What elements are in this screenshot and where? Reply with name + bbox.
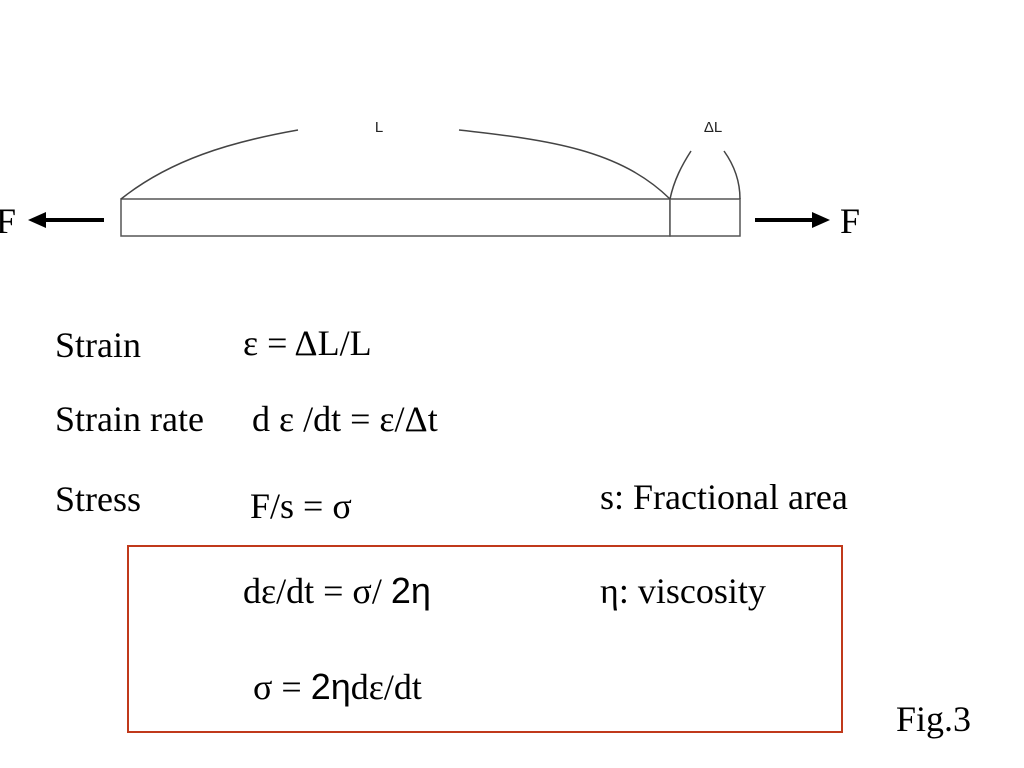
equation-1-rhs: 2η	[390, 570, 431, 611]
extension-brace-right	[723, 150, 741, 200]
extension-brace-left	[669, 150, 692, 200]
stress-viscosity-equation: σ = 2ηdε/dt	[253, 666, 422, 708]
strain-rate-formula: d ε /dt = ε/Δt	[252, 399, 438, 439]
equation-2-lhs: σ =	[253, 667, 311, 707]
strain-label: Strain	[55, 325, 141, 365]
strain-formula: ε = ΔL/L	[243, 323, 372, 363]
equation-2-coefficient: 2η	[310, 666, 351, 707]
equation-2-rhs: dε/dt	[350, 667, 422, 707]
strain-rate-viscosity-equation: dε/dt = σ/ 2η	[243, 570, 431, 612]
length-brace-right	[458, 129, 671, 200]
stress-formula: F/s = σ	[250, 486, 352, 526]
specimen-bar	[120, 198, 671, 237]
extension-label: ΔL	[704, 119, 722, 136]
equation-1-lhs: dε/dt = σ/	[243, 571, 391, 611]
force-label-right: F	[840, 201, 860, 241]
figure-label: Fig.3	[896, 699, 972, 739]
strain-rate-label: Strain rate	[55, 399, 204, 439]
stress-label: Stress	[55, 479, 142, 519]
viscosity-note: η: viscosity	[600, 571, 766, 611]
viscosity-equation-box	[127, 545, 843, 733]
fractional-area-note: s: Fractional area	[600, 477, 848, 517]
elongation-diagram: L ΔL F F	[0, 119, 860, 241]
length-label: L	[375, 119, 383, 136]
force-arrow-left-head	[28, 212, 46, 228]
length-brace-left	[120, 129, 299, 200]
extension-segment	[669, 198, 741, 237]
force-label-left: F	[0, 201, 16, 241]
force-arrow-right-head	[812, 212, 830, 228]
